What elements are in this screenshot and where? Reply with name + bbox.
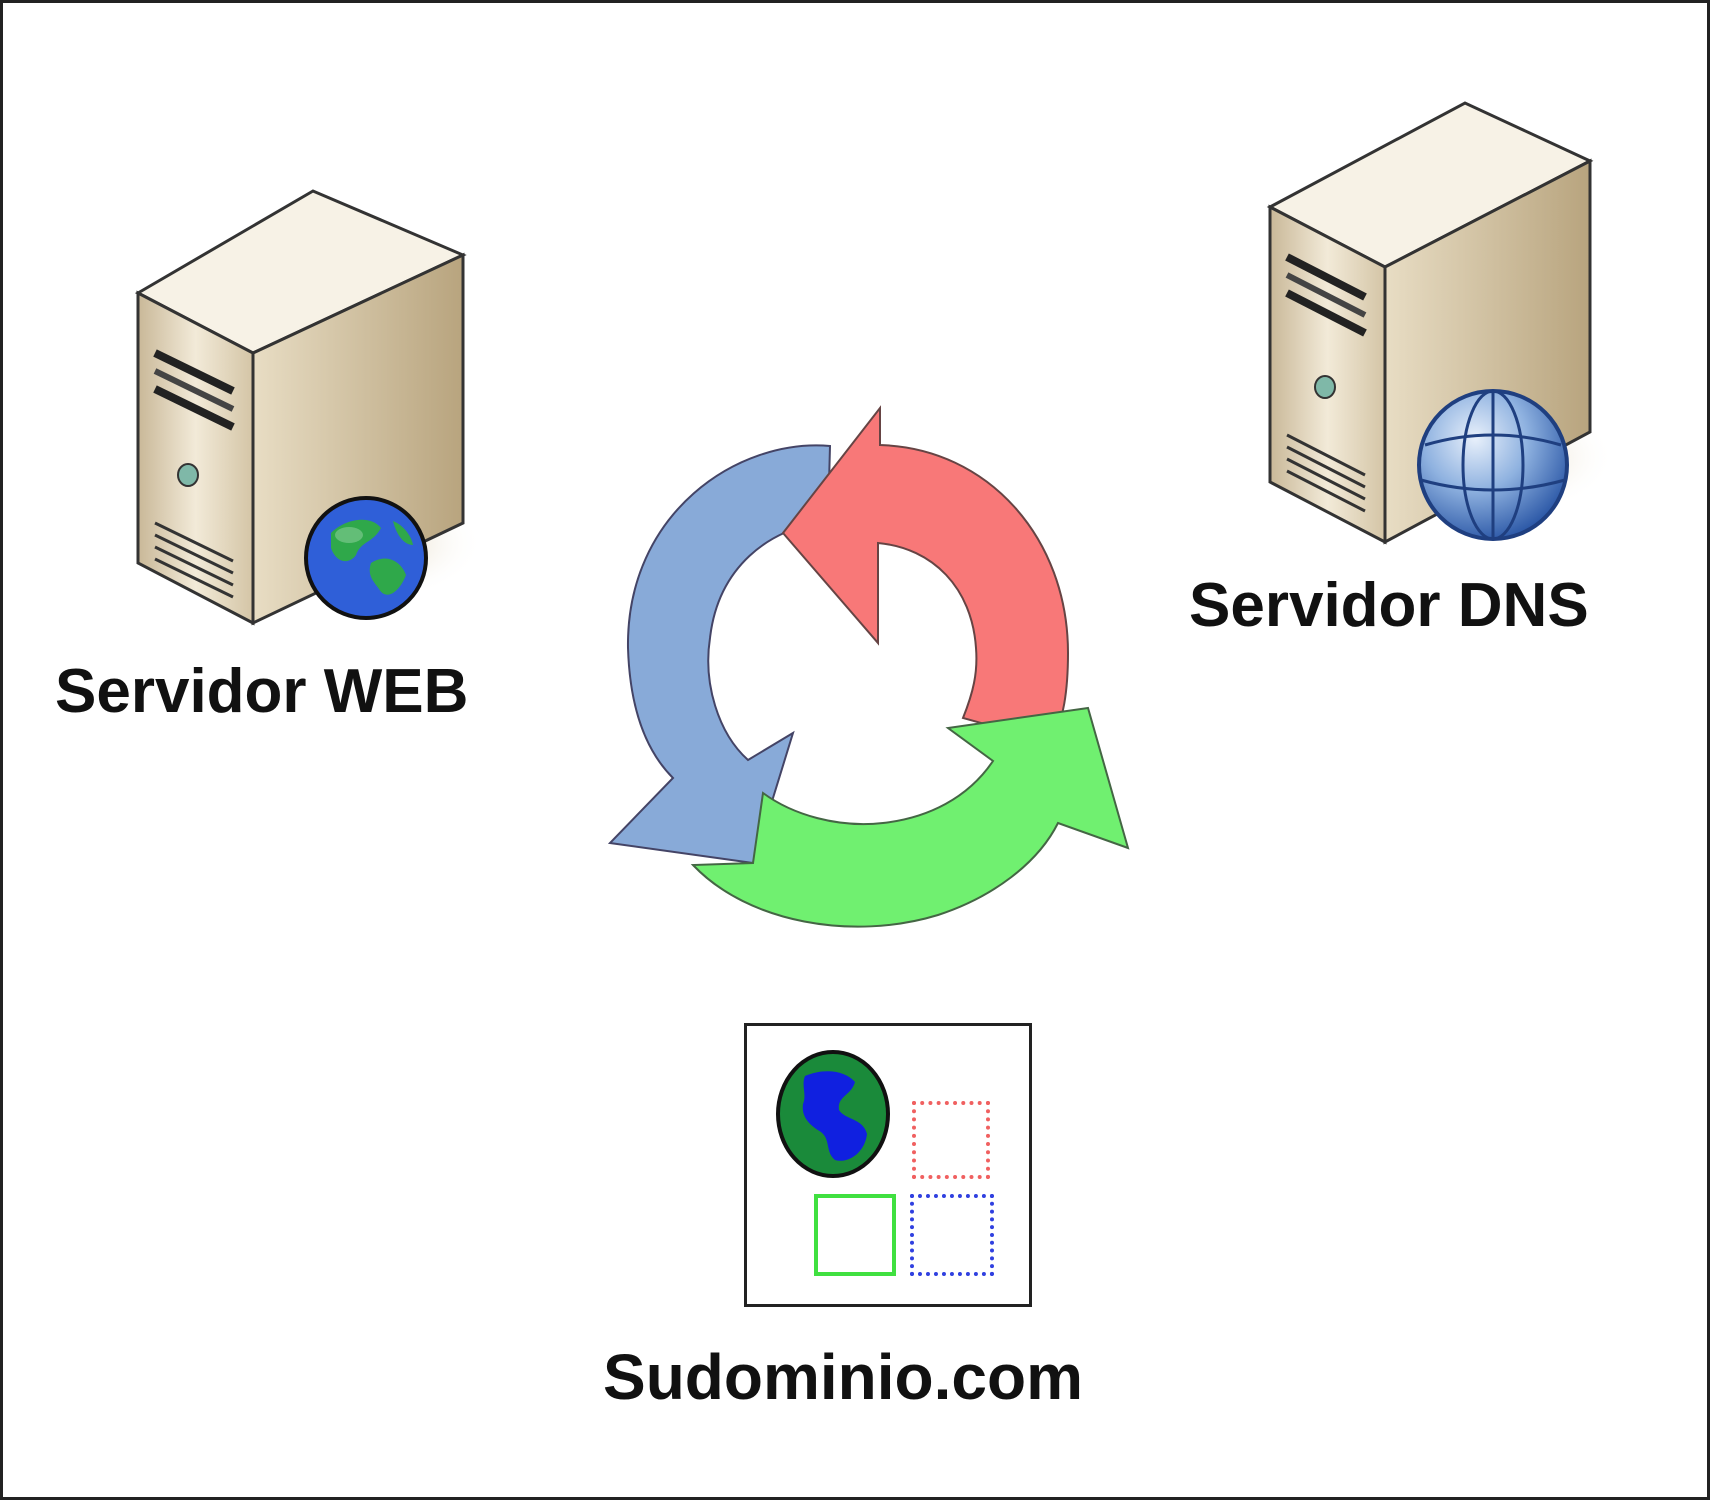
- blue-arrow: [607, 444, 832, 865]
- green-arrow: [690, 706, 1130, 928]
- domain-globe-icon: [776, 1050, 890, 1178]
- domain-square-green: [814, 1194, 896, 1276]
- dns-globe-icon: [1417, 389, 1569, 541]
- web-globe-icon: [304, 496, 428, 620]
- web-server-label: Servidor WEB: [55, 657, 469, 726]
- cycle-arrows-icon: [607, 405, 1130, 928]
- domain-label: Sudominio.com: [603, 1341, 1083, 1413]
- domain-square-red: [912, 1101, 990, 1179]
- dns-server-label: Servidor DNS: [1189, 571, 1589, 640]
- domain-square-blue: [910, 1194, 994, 1276]
- domain-icon: [744, 1023, 1032, 1307]
